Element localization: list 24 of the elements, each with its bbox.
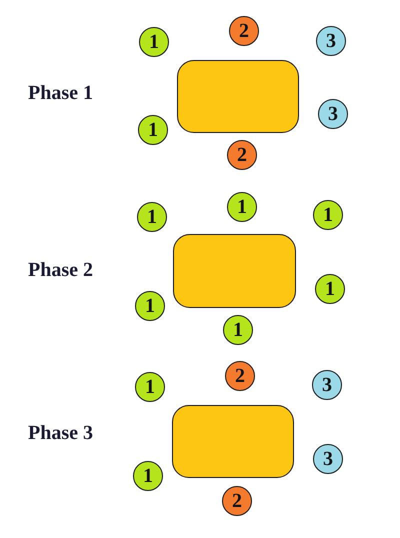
numbered-circle: 1 — [135, 291, 165, 321]
numbered-circle: 1 — [313, 200, 343, 230]
phase-label: Phase 3 — [28, 421, 93, 445]
numbered-circle: 2 — [227, 140, 257, 170]
numbered-circle: 1 — [139, 27, 169, 57]
numbered-circle: 3 — [313, 444, 343, 474]
numbered-circle: 3 — [316, 26, 346, 56]
numbered-circle: 1 — [133, 461, 163, 491]
numbered-circle: 2 — [229, 16, 259, 46]
numbered-circle: 1 — [138, 115, 168, 145]
phase-label: Phase 1 — [28, 81, 93, 105]
numbered-circle: 3 — [312, 370, 342, 400]
table-block — [172, 405, 294, 478]
numbered-circle: 3 — [318, 99, 348, 129]
phase-label: Phase 2 — [28, 258, 93, 282]
numbered-circle: 1 — [135, 372, 165, 402]
numbered-circle: 2 — [222, 486, 252, 516]
table-block — [173, 234, 296, 308]
numbered-circle: 1 — [227, 192, 257, 222]
numbered-circle: 2 — [225, 361, 255, 391]
numbered-circle: 1 — [315, 274, 345, 304]
numbered-circle: 1 — [223, 315, 253, 345]
numbered-circle: 1 — [137, 202, 167, 232]
table-block — [177, 60, 299, 133]
